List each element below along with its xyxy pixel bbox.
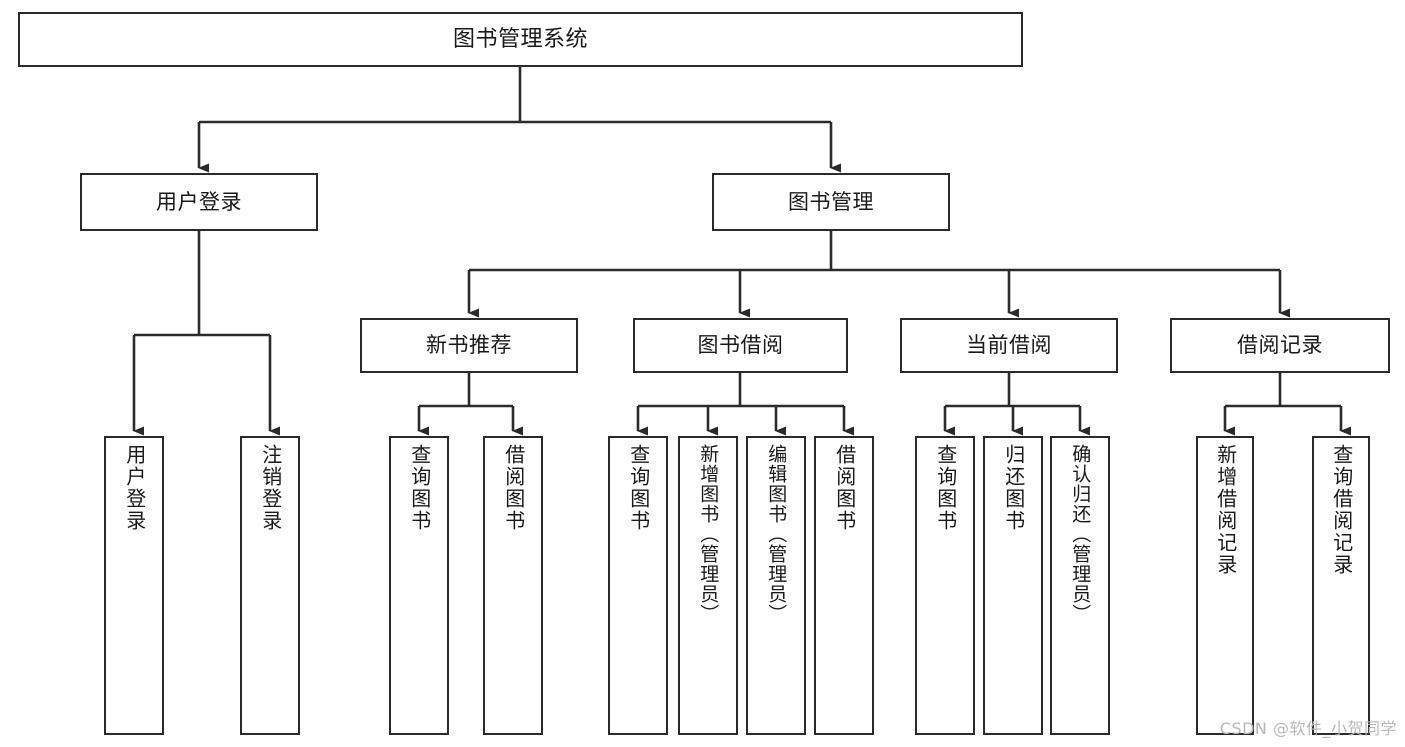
- node-leaf-query-book-rec-label: 查询图书: [407, 444, 432, 532]
- node-root[interactable]: 图书管理系统: [18, 12, 1023, 67]
- node-leaf-confirm-return-label: 确认归还（管理员）: [1069, 444, 1092, 624]
- node-new-book-rec[interactable]: 新书推荐: [360, 318, 578, 373]
- node-book-manage-label: 图书管理: [788, 189, 874, 214]
- node-leaf-edit-book-label: 编辑图书（管理员）: [765, 444, 788, 624]
- node-leaf-borrow-book-rec-label: 借阅图书: [501, 444, 526, 532]
- node-new-book-rec-label: 新书推荐: [426, 333, 512, 358]
- node-leaf-return-book-label: 归还图书: [1001, 444, 1026, 532]
- node-leaf-user-logout[interactable]: 注销登录: [240, 436, 300, 735]
- node-leaf-user-logout-label: 注销登录: [258, 444, 283, 532]
- csdn-watermark: CSDN @软件_小贺同学: [1219, 719, 1397, 738]
- node-leaf-query-record[interactable]: 查询借阅记录: [1312, 436, 1370, 735]
- node-book-manage[interactable]: 图书管理: [712, 173, 950, 231]
- node-borrow-record[interactable]: 借阅记录: [1170, 318, 1390, 373]
- node-leaf-add-book[interactable]: 新增图书（管理员）: [678, 436, 738, 735]
- node-user-login-label: 用户登录: [156, 189, 242, 214]
- node-current-borrow[interactable]: 当前借阅: [900, 318, 1118, 373]
- node-leaf-query-record-label: 查询借阅记录: [1329, 444, 1354, 576]
- node-book-borrow-label: 图书借阅: [697, 333, 784, 358]
- node-leaf-add-book-label: 新增图书（管理员）: [697, 444, 720, 624]
- node-leaf-user-login-label: 用户登录: [122, 444, 147, 532]
- node-leaf-add-record[interactable]: 新增借阅记录: [1196, 436, 1254, 735]
- node-leaf-query-book-borrow-label: 查询图书: [626, 444, 651, 532]
- node-leaf-borrow-book-rec[interactable]: 借阅图书: [483, 436, 543, 735]
- node-leaf-query-book-cur-label: 查询图书: [933, 444, 958, 532]
- node-leaf-query-book-cur[interactable]: 查询图书: [915, 436, 975, 735]
- node-leaf-return-book[interactable]: 归还图书: [983, 436, 1043, 735]
- node-leaf-edit-book[interactable]: 编辑图书（管理员）: [746, 436, 806, 735]
- node-leaf-borrow-book[interactable]: 借阅图书: [814, 436, 874, 735]
- node-leaf-confirm-return[interactable]: 确认归还（管理员）: [1050, 436, 1110, 735]
- node-leaf-query-book-borrow[interactable]: 查询图书: [608, 436, 668, 735]
- node-root-label: 图书管理系统: [452, 26, 588, 52]
- node-leaf-user-login[interactable]: 用户登录: [104, 436, 164, 735]
- node-leaf-add-record-label: 新增借阅记录: [1213, 444, 1238, 576]
- node-current-borrow-label: 当前借阅: [966, 333, 1052, 358]
- node-leaf-query-book-rec[interactable]: 查询图书: [389, 436, 449, 735]
- node-user-login[interactable]: 用户登录: [80, 173, 318, 231]
- node-borrow-record-label: 借阅记录: [1237, 333, 1323, 358]
- node-book-borrow[interactable]: 图书借阅: [633, 318, 848, 373]
- node-leaf-borrow-book-label: 借阅图书: [832, 444, 857, 532]
